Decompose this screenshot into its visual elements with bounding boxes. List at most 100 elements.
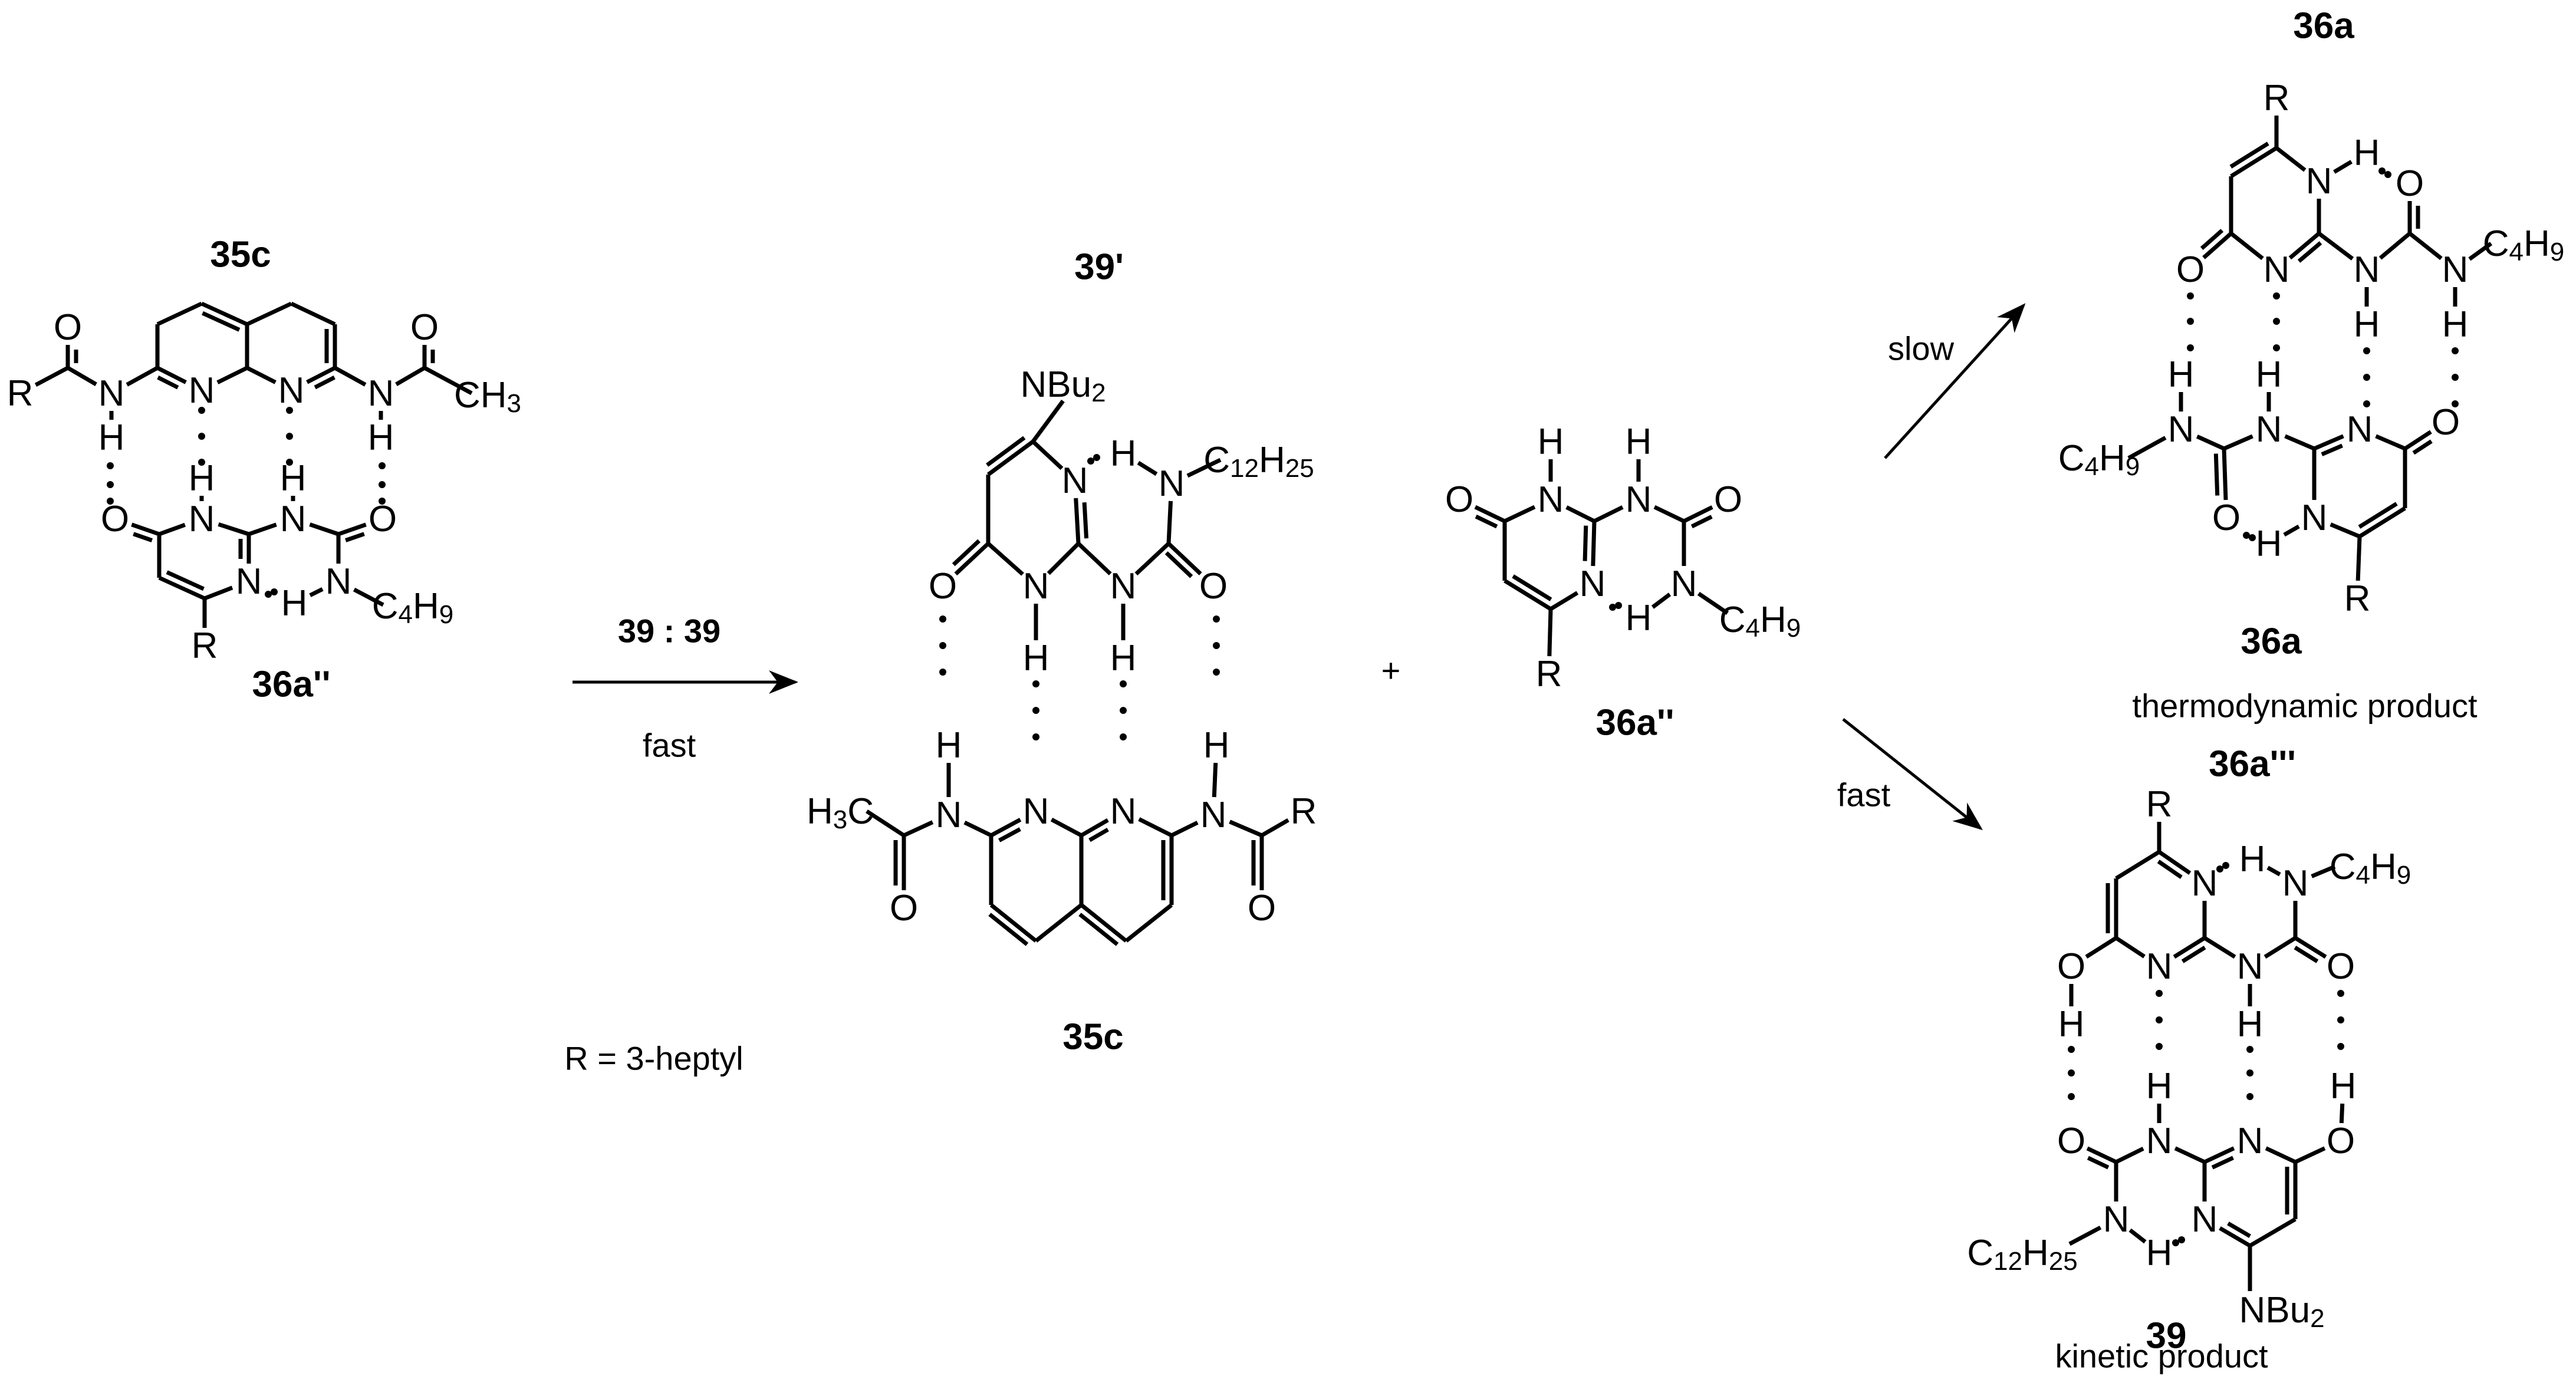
bond <box>1504 579 1552 611</box>
double-bond <box>2294 946 2319 963</box>
bond <box>2223 434 2253 451</box>
bond <box>1474 505 1506 524</box>
bond <box>156 301 203 327</box>
atom-label: N <box>2146 1121 2173 1161</box>
hbond-dot <box>2216 865 2223 873</box>
bond <box>1547 608 1553 657</box>
atom-label: N <box>189 499 215 539</box>
compound-label-lbl-36a3: 36a''' <box>2209 744 2296 785</box>
hbond-dot <box>1213 669 1220 676</box>
atom-label: N <box>98 373 125 414</box>
double-bond <box>1078 913 1119 946</box>
arrow-fast <box>1842 718 1983 831</box>
hbond-dot <box>2273 292 2280 299</box>
hbond-dot <box>2337 1016 2344 1023</box>
double-bond <box>1164 551 1193 578</box>
bond <box>290 301 336 327</box>
double-bond <box>2213 453 2220 496</box>
hbond-dot <box>2156 1016 2163 1023</box>
bond <box>2202 232 2233 259</box>
bond <box>2404 430 2432 450</box>
hbond-dot <box>271 588 278 595</box>
hbond-dot <box>1087 457 1094 465</box>
bond <box>158 575 206 601</box>
bond <box>337 522 367 536</box>
atom-label: C12H25 <box>1967 1233 2077 1276</box>
atom-label: O <box>369 499 397 539</box>
bond <box>1212 762 1218 798</box>
bond <box>2222 448 2228 501</box>
atom-label: H <box>2330 1066 2357 1107</box>
double-bond <box>2412 439 2433 455</box>
atom-label: O <box>2212 498 2241 538</box>
atom-label: O <box>54 307 82 348</box>
hbond-dot <box>2337 1043 2344 1050</box>
atom-label: R <box>7 373 34 414</box>
hbond-dot <box>2068 1069 2075 1077</box>
bond <box>216 366 248 384</box>
double-bond <box>1088 828 1109 842</box>
atom-label: R <box>1536 654 1562 694</box>
double-bond <box>133 532 153 542</box>
bond <box>1504 505 1536 524</box>
bond <box>246 366 277 384</box>
atom-label: H <box>936 725 962 766</box>
hbond-dot <box>1120 680 1127 687</box>
atom-label: H <box>189 458 215 499</box>
bond <box>2288 232 2321 260</box>
atom-label: C4H9 <box>2058 438 2140 481</box>
atom-label: H <box>280 458 307 499</box>
bond <box>2219 1226 2251 1248</box>
atom-label: N <box>1110 566 1137 607</box>
bond <box>2378 232 2411 260</box>
atom-label: H <box>1110 433 1137 474</box>
hbond-dot <box>198 459 205 466</box>
bond <box>200 301 248 327</box>
bond <box>156 366 187 384</box>
hbond-dot <box>1032 733 1039 740</box>
atom-label: N <box>2264 249 2290 290</box>
bond <box>1565 505 1595 524</box>
bond <box>67 366 97 386</box>
atom-label: N <box>2103 1199 2130 1240</box>
bond <box>2230 146 2278 178</box>
atom-label: N <box>1023 791 1050 832</box>
atom-label: C12H25 <box>1203 440 1314 483</box>
double-bond <box>2200 229 2224 250</box>
bond <box>2086 1146 2117 1164</box>
bond <box>2358 506 2406 538</box>
hbond-dot <box>2187 292 2194 299</box>
hbond-dot <box>939 642 946 649</box>
double-bond <box>157 375 179 390</box>
hbond-dot <box>2068 1046 2075 1053</box>
hbond-dot <box>2363 400 2370 407</box>
hbond-dot <box>2337 990 2344 997</box>
hbond-dot <box>107 462 114 469</box>
atom-label: R <box>1291 791 1317 832</box>
atom-label: N <box>1023 566 1050 607</box>
bond <box>963 820 992 838</box>
atom-label: C4H9 <box>1719 600 1801 643</box>
hbond-dot <box>2452 374 2459 381</box>
bond <box>1074 498 1081 544</box>
atom-label: N <box>1062 460 1088 501</box>
atom-label: CH3 <box>454 375 521 418</box>
bond <box>1050 818 1083 838</box>
hbond-dot <box>286 407 293 414</box>
double-bond <box>314 375 335 390</box>
bond <box>395 366 426 386</box>
bond <box>2128 1228 2147 1244</box>
atom-label: N <box>936 795 962 835</box>
bond <box>1080 903 1128 943</box>
atom-label: N <box>1200 795 1227 835</box>
hbond-dot <box>2156 1043 2163 1050</box>
atom-label: C4H9 <box>2483 223 2565 266</box>
atom-label: O <box>1248 888 1276 929</box>
atom-label: N <box>1626 479 1652 520</box>
atom-label: N <box>2192 863 2218 904</box>
atom-label: N <box>1538 479 1564 520</box>
hbond-dot <box>939 615 946 623</box>
bond <box>2333 160 2353 174</box>
hbond-dot <box>2246 1093 2253 1100</box>
